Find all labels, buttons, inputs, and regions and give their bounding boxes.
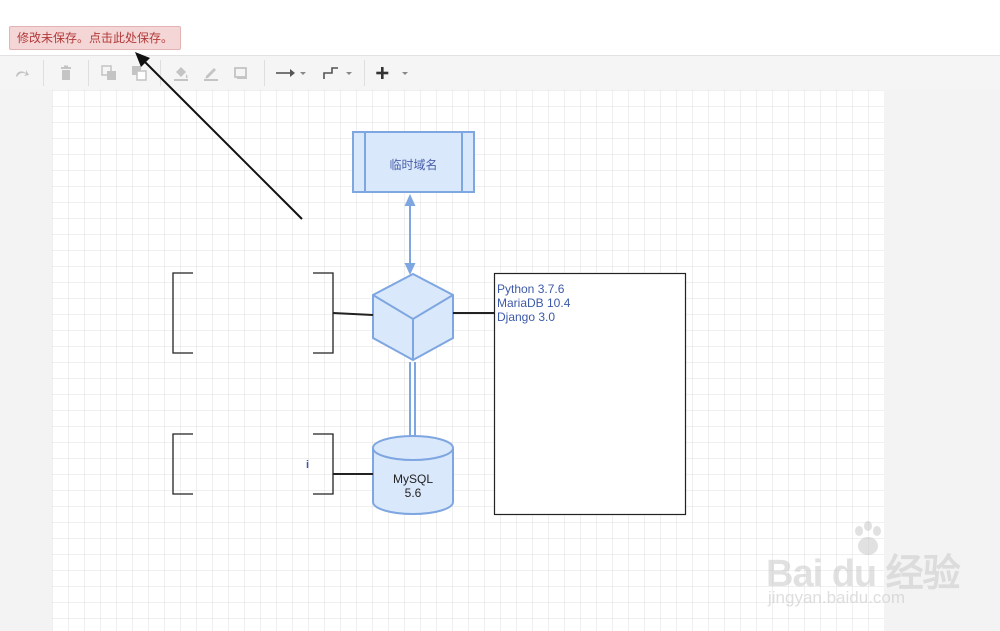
mysql-label-line2: 5.6 (404, 486, 422, 500)
arrow-right-icon (276, 69, 306, 77)
pencil-icon (204, 68, 218, 81)
send-to-back-icon (132, 66, 147, 81)
line-color-button[interactable] (198, 58, 224, 88)
to-front-button[interactable] (96, 58, 122, 88)
shadow-button[interactable] (228, 58, 254, 88)
toolbar-separator (88, 60, 89, 86)
fill-bucket-icon (174, 67, 188, 81)
unsaved-changes-notice[interactable]: 修改未保存。点击此处保存。 (9, 26, 182, 50)
mysql-database-shape[interactable] (372, 435, 454, 515)
insert-dropdown[interactable] (372, 58, 412, 88)
bracket-cube-connector[interactable] (332, 312, 374, 316)
to-back-button[interactable] (126, 58, 152, 88)
notes-line-django: Django 3.0 (497, 310, 556, 324)
toolbar-separator (364, 60, 365, 86)
redo-icon (16, 70, 29, 77)
shadow-icon (234, 67, 247, 79)
connection-style-dropdown[interactable] (272, 58, 310, 88)
temp-domain-label: 临时域名 (389, 158, 438, 172)
plus-icon (376, 67, 408, 79)
mysql-label-line1: MySQL (392, 472, 433, 486)
delete-button[interactable] (52, 58, 80, 88)
partial-bracket-text: i (306, 459, 310, 471)
cube-db-link[interactable] (409, 362, 416, 436)
notes-text: Python 3.7.6 MariaDB 10.4 Django 3.0 (497, 282, 570, 324)
toolbar-separator (264, 60, 265, 86)
toolbar-separator (160, 60, 161, 86)
bidirectional-arrow-connector[interactable] (404, 194, 416, 275)
mysql-label: MySQL 5.6 (373, 472, 453, 500)
waypoints-dropdown[interactable] (318, 58, 356, 88)
annotation-bracket-bottom[interactable] (172, 433, 334, 495)
toolbar-separator (43, 60, 44, 86)
notes-line-python: Python 3.7.6 (497, 282, 565, 296)
waypoint-icon (323, 67, 352, 79)
trash-icon (61, 65, 71, 80)
temp-domain-shape[interactable] (352, 131, 475, 193)
fill-color-button[interactable] (168, 58, 194, 88)
notes-line-mariadb: MariaDB 10.4 (497, 296, 571, 310)
notes-box[interactable] (493, 272, 687, 516)
bring-to-front-icon (101, 65, 116, 80)
redo-button[interactable] (8, 58, 36, 88)
server-cube-shape[interactable] (372, 272, 454, 362)
toolbar (0, 55, 1000, 91)
top-bar: 修改未保存。点击此处保存。 (0, 0, 1000, 55)
